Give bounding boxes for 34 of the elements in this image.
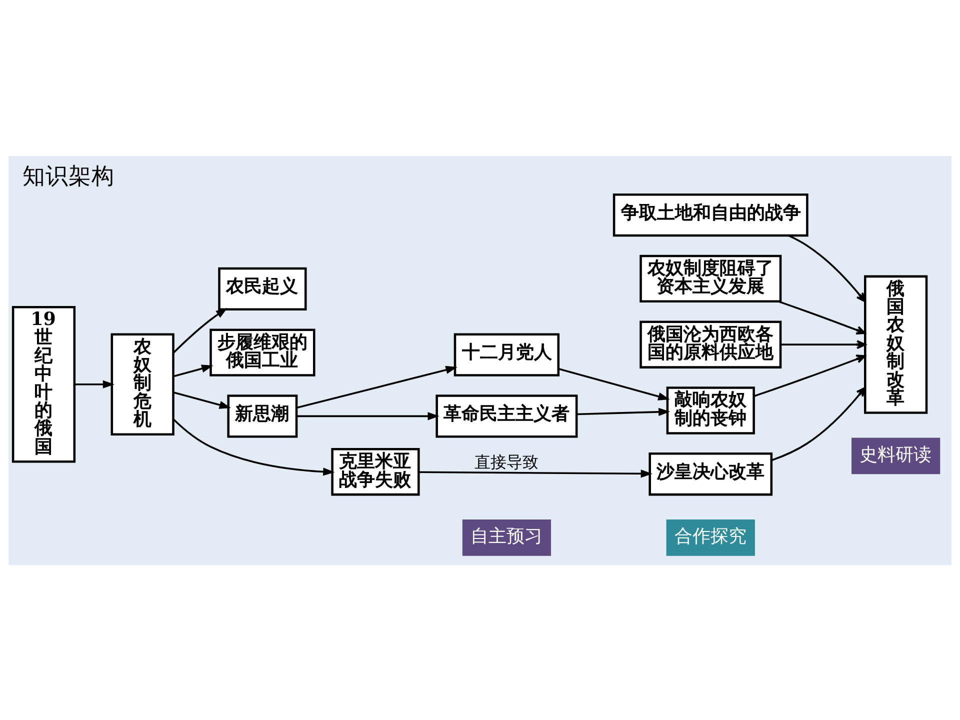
arrow — [418, 469, 652, 478]
node-box: 步履维艰的俄国工业 — [210, 328, 316, 376]
arrow — [173, 364, 214, 377]
arrow — [558, 367, 670, 400]
node-box: 俄国沦为西欧各国的原料供应地 — [640, 320, 782, 368]
node-box: 十二月党人 — [454, 332, 560, 376]
node-box: 沙皇决心改革 — [648, 452, 773, 496]
arrow — [780, 340, 866, 349]
arrow — [778, 300, 866, 334]
arrow — [74, 380, 115, 388]
node-box: 农奴制度阻碍了资本主义发展 — [640, 254, 782, 302]
node-box: 新思潮 — [227, 394, 298, 438]
arrow — [754, 354, 866, 396]
node-box: 革命民主主义者 — [436, 394, 578, 438]
edge-label: 直接导致 — [474, 452, 539, 472]
arrow — [771, 386, 866, 461]
node-box: 农民起义 — [218, 266, 307, 310]
node-box: 19世纪中叶的俄国 — [12, 305, 76, 462]
node-box: 克里米亚战争失败 — [331, 447, 420, 496]
arrow — [296, 412, 440, 420]
arrow — [172, 418, 335, 476]
arrow — [172, 307, 228, 354]
arrow — [296, 365, 458, 408]
node-box: 争取土地和自由的战争 — [612, 193, 808, 236]
node-box: 农奴制危机 — [110, 332, 174, 435]
diagram-title: 知识架构 — [22, 162, 115, 189]
label: 自主预习 — [470, 526, 542, 547]
arrow — [173, 391, 231, 408]
arrow — [788, 234, 866, 302]
label: 史料研读 — [859, 444, 932, 465]
node-box: 敲响农奴制的丧钟 — [666, 386, 755, 434]
node-box: 俄国农奴制改革 — [864, 274, 928, 414]
label: 合作探究 — [674, 526, 746, 547]
arrow — [576, 407, 670, 416]
